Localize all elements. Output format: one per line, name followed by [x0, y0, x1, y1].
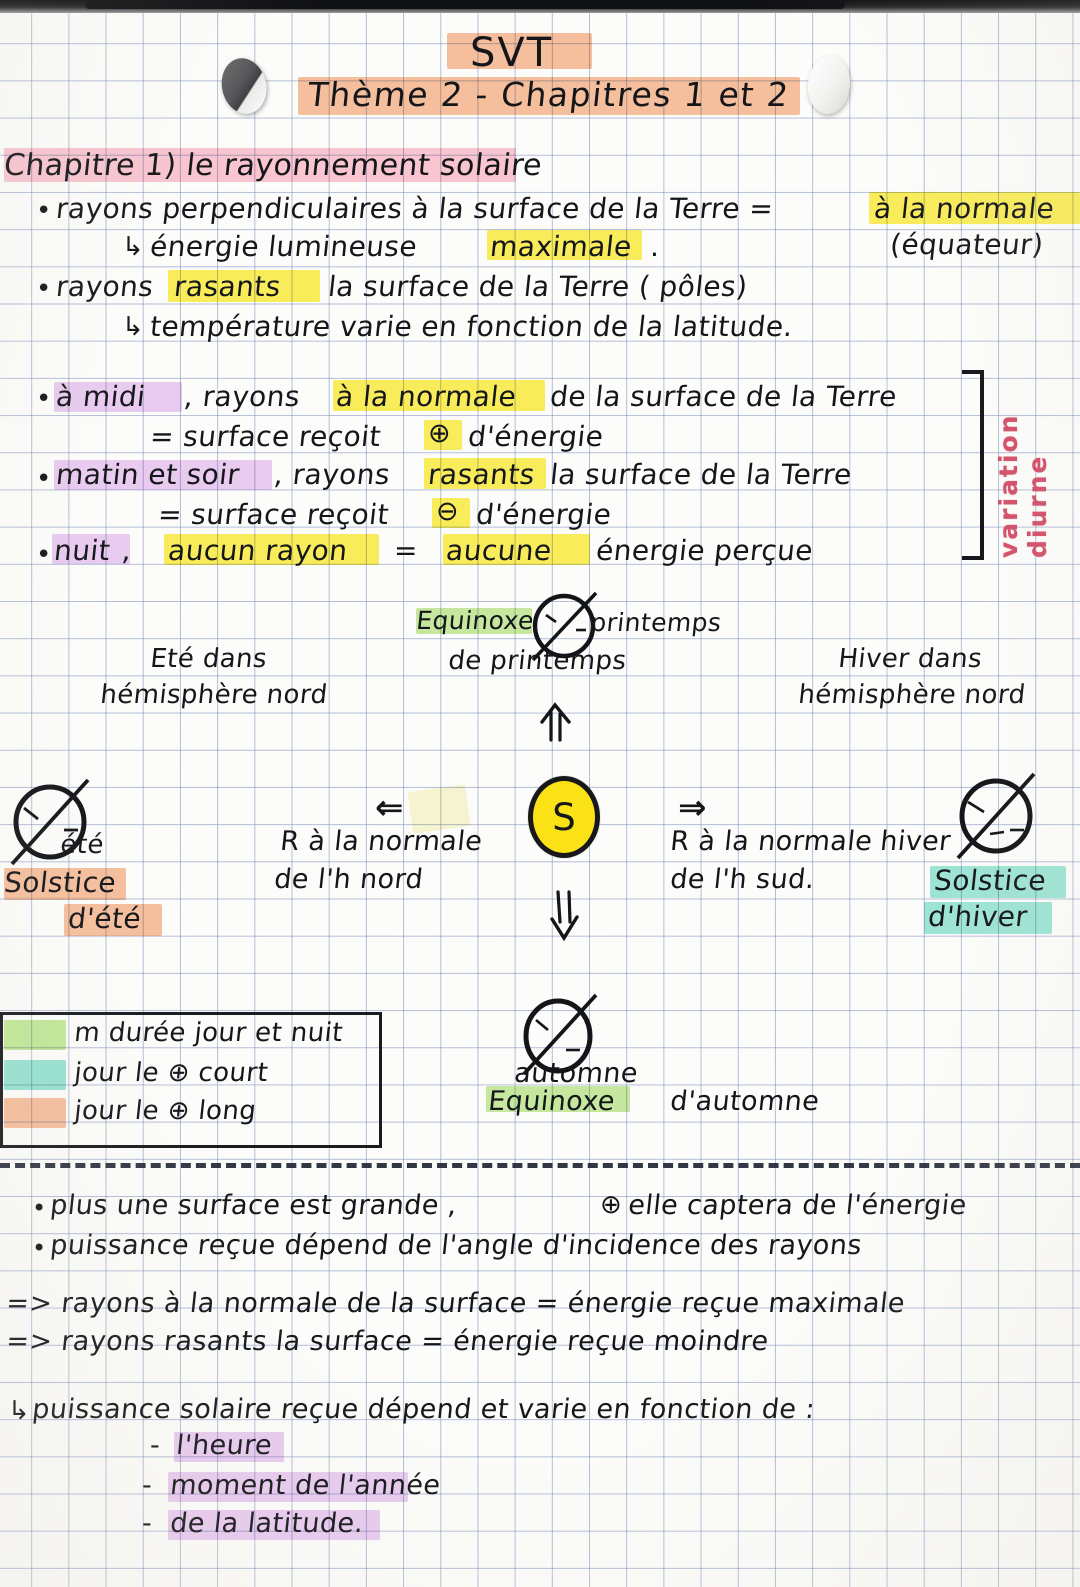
- earth-winter-label: hiver: [878, 826, 953, 857]
- earth-autumn-icon: [510, 992, 620, 1096]
- spring-equinox-tail: printemps: [588, 608, 723, 637]
- night-end: énergie perçue: [594, 534, 815, 567]
- midday-hl: à midi: [54, 380, 148, 413]
- conclusion-normal: => rayons à la normale de la surface = é…: [4, 1288, 907, 1319]
- bullet-dot-3: •: [36, 384, 52, 414]
- summer-solstice-l1: Solstice: [2, 866, 118, 899]
- final-arrow: ↳: [8, 1396, 31, 1426]
- midday-end: de la surface de la Terre: [548, 380, 899, 413]
- final-item-dash-1: -: [142, 1470, 153, 1501]
- winter-hemisphere-l1: Hiver dans: [836, 644, 984, 674]
- bullet-dot-1: •: [36, 196, 52, 226]
- diurnal-variation-label: variation diurne: [994, 413, 1052, 558]
- arrow-right-icon: ⇒: [678, 788, 707, 828]
- earth-summer-label: été: [58, 830, 106, 860]
- final-lead: puissance solaire reçue dépend et varie …: [30, 1394, 817, 1425]
- spring-equinox-hl: Equinoxe: [414, 606, 536, 635]
- arrow-down-icon: [548, 886, 588, 948]
- evening-energy: = surface reçoit: [156, 498, 391, 531]
- spring-equinox-line2: de printemps: [446, 646, 629, 676]
- ray-grazing-pre: rayons: [54, 270, 156, 303]
- legend-label-2: jour le ⊕ long: [72, 1096, 258, 1126]
- ray-perpendicular-text: rayons perpendiculaires à la surface de …: [54, 192, 775, 225]
- conclusion-grazing: => rayons rasants la surface = énergie r…: [4, 1326, 771, 1357]
- surface-size-a: plus une surface est grande ,: [48, 1190, 459, 1221]
- ray-grazing-hl: rasants: [172, 270, 283, 303]
- luminous-energy-end: .: [650, 230, 660, 263]
- autumn-label: automne: [512, 1058, 640, 1089]
- ray-normal-north-l2: de l'h nord: [272, 864, 425, 895]
- final-item-text-1: moment de l'année: [168, 1470, 443, 1501]
- bullet-dot-2: •: [36, 274, 52, 304]
- bullet-dot-4: •: [36, 464, 52, 494]
- night-hl3: aucune: [444, 534, 554, 567]
- summer-solstice-l2: d'été: [66, 902, 143, 935]
- theme-title: Thème 2 - Chapitres 1 et 2: [305, 75, 792, 114]
- equator-note: (équateur): [888, 228, 1046, 261]
- surface-size-b: elle captera de l'énergie: [626, 1190, 969, 1221]
- sun-icon: S: [528, 776, 600, 858]
- summer-hemisphere-l1: Eté dans: [148, 644, 269, 674]
- evening-energy-end: d'énergie: [474, 498, 614, 531]
- ray-normal-south-l2: de l'h sud.: [668, 864, 817, 895]
- chapter-title: Chapitre 1) le rayonnement solaire: [2, 148, 544, 183]
- midday-energy-end: d'énergie: [466, 420, 606, 453]
- diurnal-bracket: [962, 370, 984, 560]
- bullet-dot-7: •: [32, 1234, 47, 1262]
- magnet-light: [805, 53, 853, 117]
- minus-symbol-1: ⊖: [436, 496, 460, 527]
- ray-perpendicular-hl: à la normale: [872, 192, 1057, 225]
- midday-energy: = surface reçoit: [148, 420, 383, 453]
- autumn-equinox-hl: Equinoxe: [486, 1086, 617, 1117]
- sub-arrow-1: ↳: [122, 232, 145, 262]
- sun-letter: S: [552, 795, 576, 839]
- morning-evening-hl: matin et soir: [54, 458, 242, 491]
- arrow-left-icon: ⇐: [375, 788, 404, 828]
- earth-winter-icon: [950, 772, 1060, 876]
- morning-evening-hl2: rasants: [426, 458, 537, 491]
- sub-arrow-2: ↳: [122, 312, 145, 342]
- ray-grazing-post: la surface de la Terre ( pôles): [326, 270, 750, 303]
- summer-hemisphere-l2: hémisphère nord: [98, 680, 330, 710]
- plus-symbol-2: ⊕: [600, 1190, 623, 1220]
- magnet-dark: [216, 54, 272, 118]
- final-item-text-0: l'heure: [174, 1430, 274, 1461]
- arrow-up-icon: [536, 700, 576, 754]
- night-hl2: aucun rayon: [166, 534, 350, 567]
- temperature-latitude-text: température varie en fonction de la lati…: [148, 310, 795, 343]
- final-item-text-2: de la latitude.: [168, 1508, 366, 1539]
- morning-evening-end: la surface de la Terre: [548, 458, 854, 491]
- night-equals: =: [394, 534, 418, 567]
- bullet-dot-6: •: [32, 1194, 47, 1222]
- night-mid: ,: [120, 534, 134, 567]
- winter-solstice-l1: Solstice: [932, 864, 1048, 897]
- legend-box: [0, 1012, 382, 1148]
- legend-label-1: jour le ⊕ court: [72, 1058, 270, 1088]
- morning-evening-mid: , rayons: [272, 458, 392, 491]
- subject-title: SVT: [470, 30, 554, 76]
- final-item-dash-0: -: [150, 1430, 161, 1461]
- night-hl: nuit: [52, 534, 112, 567]
- photo-top-edge-shadow: [85, 0, 845, 9]
- earth-spring-icon: [524, 588, 598, 662]
- dashed-separator: [0, 1163, 1080, 1168]
- winter-hemisphere-l2: hémisphère nord: [796, 680, 1028, 710]
- ray-normal-north-l1: R à la normale: [278, 826, 484, 857]
- luminous-energy-text: énergie lumineuse: [148, 230, 419, 263]
- power-angle-text: puissance reçue dépend de l'angle d'inci…: [48, 1230, 864, 1261]
- bullet-dot-5: •: [36, 540, 52, 570]
- plus-symbol-1: ⊕: [428, 418, 452, 449]
- autumn-equinox-tail: d'automne: [668, 1086, 821, 1117]
- luminous-energy-hl: maximale: [488, 230, 634, 263]
- winter-solstice-l2: d'hiver: [926, 900, 1030, 933]
- ray-normal-south-l1: R à la normale: [668, 826, 874, 857]
- midday-hl2: à la normale: [334, 380, 519, 413]
- earth-summer-icon: [2, 776, 112, 880]
- final-item-dash-2: -: [142, 1508, 153, 1539]
- midday-mid: , rayons: [182, 380, 302, 413]
- legend-label-0: m durée jour et nuit: [72, 1018, 345, 1048]
